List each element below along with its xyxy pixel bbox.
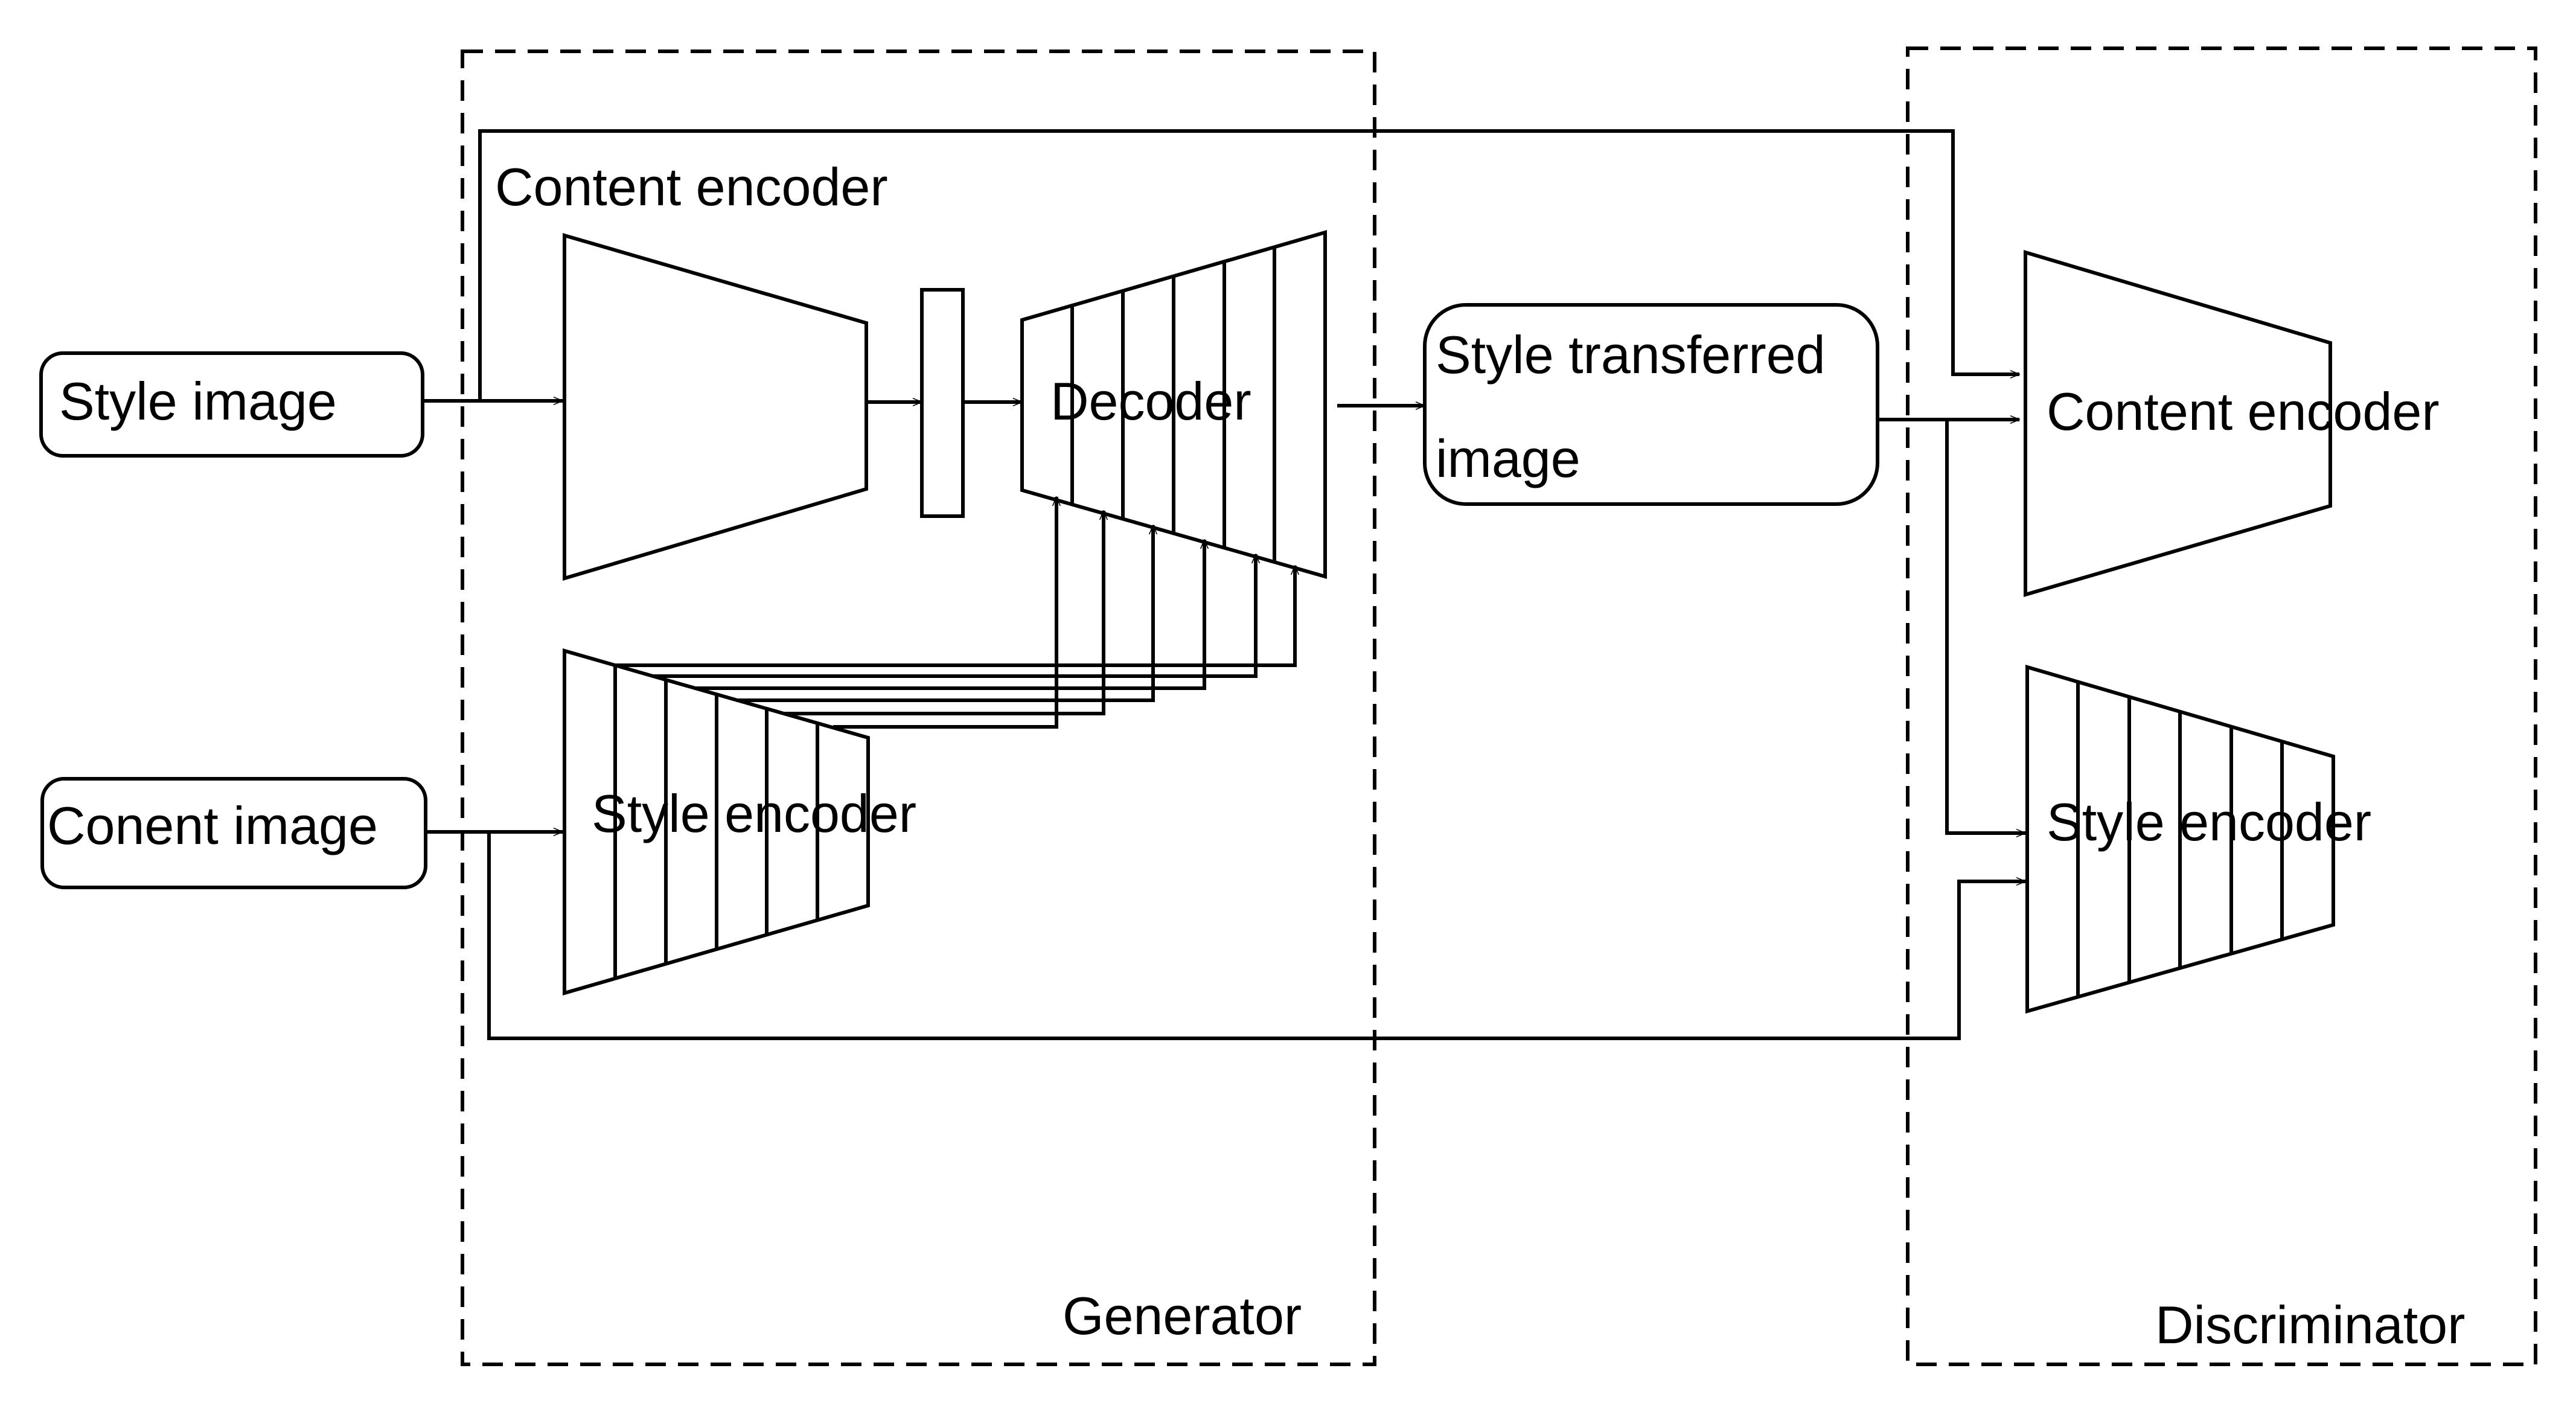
generator-style-encoder-node: Style encoder [563, 648, 916, 995]
style-transferred-image-node: Style transferred image [1423, 303, 1879, 506]
output-to-discriminator-branch [1878, 418, 2025, 833]
content-image-label: Conent image [47, 796, 378, 855]
style-image-to-discriminator-line [478, 129, 2019, 401]
generator-region [461, 50, 1376, 1366]
style-image-label: Style image [59, 371, 337, 431]
generator-style-encoder-label: Style encoder [592, 784, 916, 843]
generator-label: Generator [1063, 1286, 1302, 1346]
content-image-to-discriminator-line [487, 832, 2025, 1040]
style-skip-connections [615, 497, 1295, 729]
discriminator-content-encoder-label: Content encoder [2047, 382, 2440, 441]
latent-code-block [920, 288, 965, 518]
generator-content-encoder-shape [563, 233, 868, 581]
discriminator-label: Discriminator [2155, 1295, 2465, 1355]
discriminator-region [1906, 46, 2537, 1366]
decoder-node: Decoder [1020, 230, 1327, 579]
decoder-label: Decoder [1050, 371, 1251, 431]
generator-content-encoder-label: Content encoder [495, 157, 888, 217]
discriminator-style-encoder-node: Style encoder [2025, 664, 2371, 1014]
style-transferred-label-line1: Style transferred [1436, 325, 1826, 385]
style-transferred-label-line2: image [1436, 429, 1580, 488]
content-image-node: Conent image [40, 777, 427, 889]
discriminator-content-encoder-node: Content encoder [2024, 249, 2440, 597]
style-image-node: Style image [39, 351, 424, 458]
discriminator-style-encoder-label: Style encoder [2047, 792, 2371, 852]
